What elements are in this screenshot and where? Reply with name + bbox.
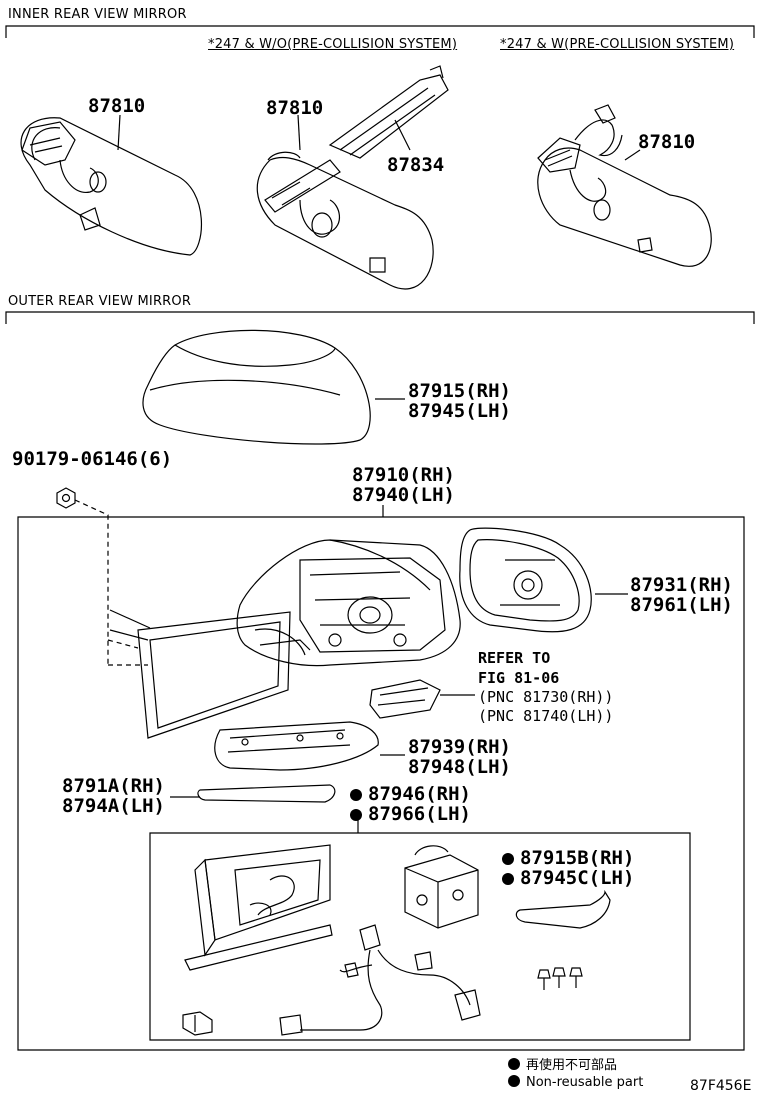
subkit-box bbox=[149, 832, 691, 1041]
subkit-glass bbox=[184, 844, 333, 971]
part-90179-screw: 90179-06146(6) bbox=[12, 448, 173, 470]
subkit-motor bbox=[404, 845, 479, 929]
inner-section-bracket bbox=[5, 25, 755, 38]
pnc-lh-label: (PNC 81740(LH)) bbox=[478, 707, 614, 725]
part-87966-lh: 87966(LH) bbox=[350, 804, 471, 824]
part-87940-lh: 87940(LH) bbox=[352, 484, 455, 506]
subkit-clip bbox=[182, 1011, 213, 1036]
figure-code: 87F456E bbox=[690, 1078, 752, 1094]
inner-mirror-section-title: INNER REAR VIEW MIRROR bbox=[8, 7, 187, 22]
part-8794a-lh: 8794A(LH) bbox=[62, 795, 165, 817]
leader-87810-b bbox=[297, 114, 301, 151]
turn-lamp-part bbox=[369, 679, 441, 719]
part-87834: 87834 bbox=[387, 154, 445, 176]
part-8791a-rh: 8791A(RH) bbox=[62, 775, 165, 797]
legend-japanese: 再使用不可部品 bbox=[508, 1054, 617, 1073]
non-reusable-dot-icon bbox=[502, 873, 514, 885]
leader-87810-a bbox=[117, 114, 121, 151]
refer-to-label: REFER TO bbox=[478, 649, 551, 667]
part-87810-middle: 87810 bbox=[266, 97, 324, 119]
inner-mirror-3 bbox=[537, 104, 712, 267]
part-87810-right: 87810 bbox=[638, 131, 696, 153]
leader-87834 bbox=[394, 119, 411, 151]
screw-dashed-leader bbox=[74, 499, 109, 665]
subkit-harness bbox=[279, 924, 481, 1036]
legend-dot-icon bbox=[508, 1058, 520, 1070]
mirror-cover bbox=[142, 329, 371, 445]
mirror-glass bbox=[107, 609, 291, 739]
refer-fig-label: FIG 81-06 bbox=[478, 669, 560, 687]
part-87945-lh: 87945(LH) bbox=[408, 400, 511, 422]
legend-dot-icon bbox=[508, 1075, 520, 1087]
variant-with-pcs: *247 & W(PRE-COLLISION SYSTEM) bbox=[500, 37, 735, 52]
part-87915b-rh: 87915B(RH) bbox=[502, 848, 634, 868]
non-reusable-dot-icon bbox=[350, 809, 362, 821]
legend-english: Non-reusable part bbox=[508, 1075, 643, 1090]
trim-strip bbox=[197, 784, 336, 803]
mirror-housing bbox=[236, 539, 461, 667]
part-87939-rh: 87939(RH) bbox=[408, 736, 511, 758]
part-87948-lh: 87948(LH) bbox=[408, 756, 511, 778]
under-cover bbox=[214, 721, 379, 771]
part-87810-left: 87810 bbox=[88, 95, 146, 117]
outer-section-bracket bbox=[5, 311, 755, 324]
part-87931-rh: 87931(RH) bbox=[630, 574, 733, 596]
variant-without-pcs: *247 & W/O(PRE-COLLISION SYSTEM) bbox=[208, 37, 458, 52]
non-reusable-dot-icon bbox=[502, 853, 514, 865]
leader-87810-c bbox=[624, 149, 641, 161]
assembly-box bbox=[17, 516, 745, 1051]
part-87915-rh: 87915(RH) bbox=[408, 380, 511, 402]
inner-mirror-2 bbox=[256, 151, 434, 290]
part-87946-rh: 87946(RH) bbox=[350, 784, 471, 804]
mirror-frame bbox=[459, 527, 592, 633]
screw-90179 bbox=[56, 487, 76, 509]
outer-mirror-section-title: OUTER REAR VIEW MIRROR bbox=[8, 294, 192, 309]
camera-bracket-87834 bbox=[328, 65, 449, 159]
subkit-trim bbox=[515, 889, 611, 929]
non-reusable-dot-icon bbox=[350, 789, 362, 801]
part-87961-lh: 87961(LH) bbox=[630, 594, 733, 616]
part-87945c-lh: 87945C(LH) bbox=[502, 868, 634, 888]
pnc-rh-label: (PNC 81730(RH)) bbox=[478, 688, 614, 706]
part-87910-rh: 87910(RH) bbox=[352, 464, 455, 486]
subkit-screws bbox=[537, 967, 583, 990]
inner-mirror-1 bbox=[20, 117, 203, 256]
